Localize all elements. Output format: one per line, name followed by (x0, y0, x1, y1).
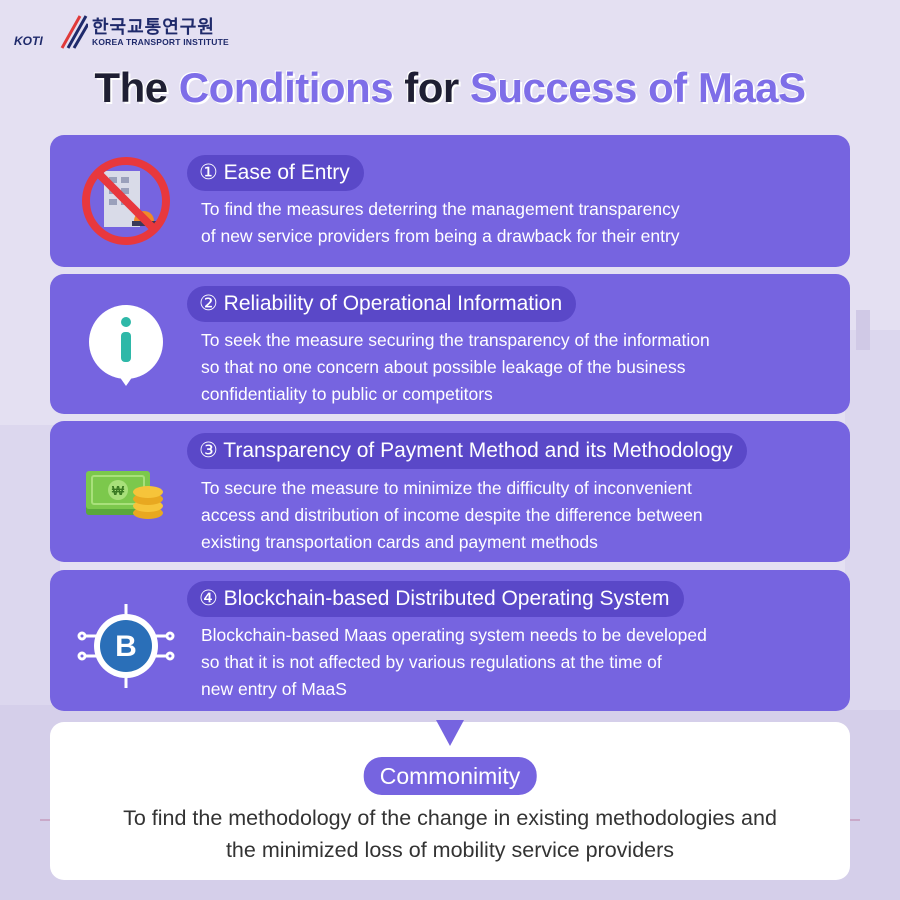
summary-heading: Commonimity (363, 757, 537, 795)
svg-text:KOTI: KOTI (14, 34, 43, 48)
info-icon (89, 305, 163, 386)
condition-heading: ③ Transparency of Payment Method and its… (187, 433, 747, 469)
logo-korean-name: 한국교통연구원 (92, 17, 215, 37)
no-building-icon (82, 157, 170, 245)
title-part-3: for (393, 64, 470, 111)
title-part-4: Success of MaaS (469, 64, 806, 111)
condition-text: Blockchain-based Maas operating system n… (201, 625, 707, 699)
condition-text: To find the measures deterring the manag… (201, 199, 680, 246)
svg-text:B: B (115, 630, 137, 663)
condition-card-blockchain: B ④ Blockchain-based Distributed Operati… (50, 570, 850, 711)
condition-heading: ④ Blockchain-based Distributed Operating… (187, 581, 684, 617)
condition-text: To seek the measure securing the transpa… (201, 330, 710, 404)
pointer-arrow (436, 720, 464, 746)
condition-heading: ② Reliability of Operational Information (187, 286, 577, 322)
koti-logo-icon: KOTI (14, 15, 88, 49)
page-title: The Conditions for Success of MaaS (0, 64, 900, 112)
money-coins-icon: ₩ (86, 471, 163, 519)
condition-heading: ① Ease of Entry (187, 155, 364, 191)
title-part-1: The (94, 64, 179, 111)
title-part-2: Conditions (178, 64, 394, 111)
condition-card-ease-of-entry: ① Ease of Entry To find the measures det… (50, 135, 850, 267)
condition-text: To secure the measure to minimize the di… (201, 478, 703, 552)
logo-english-name: KOREA TRANSPORT INSTITUTE (92, 37, 229, 47)
bitcoin-icon: B (77, 604, 175, 688)
summary-box: Commonimity To find the methodology of t… (50, 722, 850, 880)
summary-text: To find the methodology of the change in… (123, 806, 777, 862)
svg-text:₩: ₩ (112, 483, 125, 498)
condition-card-payment: ₩ ③ Transparency of Payment Method and i… (50, 421, 850, 562)
condition-card-reliability: ② Reliability of Operational Information… (50, 274, 850, 414)
koti-logo[interactable]: KOTI 한국교통연구원 KOREA TRANSPORT INSTITUTE (14, 12, 229, 52)
